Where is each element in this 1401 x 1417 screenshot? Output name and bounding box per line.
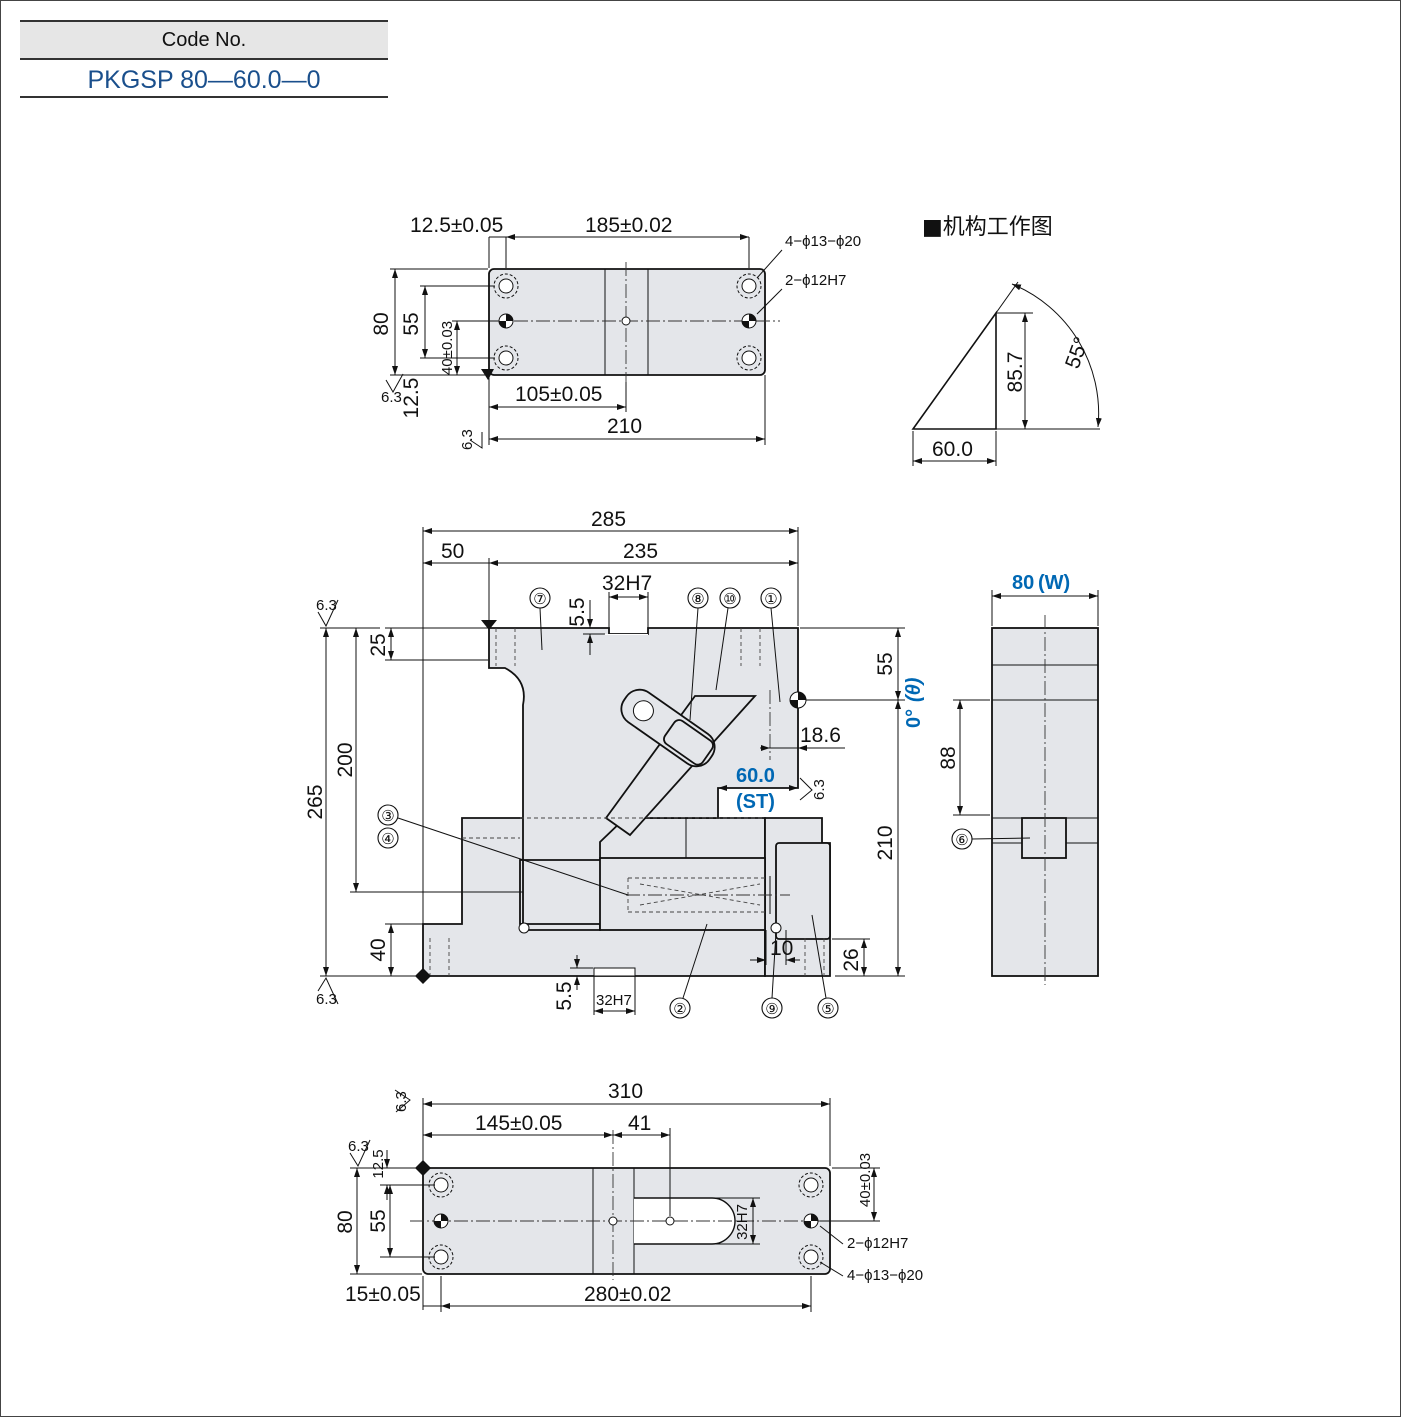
mechanism-diagram: ■机构工作图 85.7 60.0 55° xyxy=(911,215,1102,466)
mech-height: 85.7 xyxy=(1004,352,1027,393)
svg-text:⑥: ⑥ xyxy=(955,832,968,849)
svg-text:⑦: ⑦ xyxy=(533,591,546,608)
pins-callout: 2−ϕ12H7 xyxy=(785,272,846,289)
stroke-label: (ST) xyxy=(736,791,775,813)
svg-text:①: ① xyxy=(764,591,777,608)
svg-text:6.3: 6.3 xyxy=(393,1091,410,1112)
side-width-label: (W) xyxy=(1038,572,1070,594)
dim-32h7-top: 32H7 xyxy=(602,572,652,595)
svg-text:③: ③ xyxy=(381,808,394,825)
svg-text:⑧: ⑧ xyxy=(691,591,704,608)
dim-25: 25 xyxy=(367,633,390,656)
dim-235: 235 xyxy=(623,540,658,563)
dim-41: 41 xyxy=(628,1112,651,1135)
dim-200: 200 xyxy=(334,742,357,777)
svg-text:⑤: ⑤ xyxy=(821,1001,834,1018)
dim-18-6: 18.6 xyxy=(800,724,841,747)
roughness-symbol-icon: 6.3 6.3 xyxy=(348,1089,431,1176)
theta-label: (θ) xyxy=(903,677,925,702)
roughness-symbol-icon: 6.3 6.3 xyxy=(381,369,494,450)
holes-callout: 4−ϕ13−ϕ20 xyxy=(847,1267,923,1284)
balloon-3 xyxy=(377,804,399,826)
svg-text:②: ② xyxy=(673,1001,686,1018)
dim-32h7: 32H7 xyxy=(734,1204,751,1240)
dim-210: 210 xyxy=(874,825,897,860)
dim-10: 10 xyxy=(770,937,793,960)
svg-text:6.3: 6.3 xyxy=(348,1138,369,1155)
dim-105: 105±0.05 xyxy=(515,383,602,406)
dim-55: 55 xyxy=(367,1209,390,1232)
holes-callout: 4−ϕ13−ϕ20 xyxy=(785,233,861,250)
code-number-value: PKGSP 80—60.0—0 xyxy=(20,60,388,98)
dim-12-5: 12.5 xyxy=(370,1149,387,1178)
dim-26: 26 xyxy=(840,948,863,971)
svg-text:⑨: ⑨ xyxy=(765,1001,778,1018)
dim-55: 55 xyxy=(400,312,423,335)
dim-15: 15±0.05 xyxy=(345,1283,421,1306)
dim-185: 185±0.02 xyxy=(585,214,672,237)
dim-12-5: 12.5±0.05 xyxy=(410,214,503,237)
bottom-view: 310 145±0.05 41 12.5 80 55 40±0.03 32H7 … xyxy=(334,1080,923,1312)
balloon-5 xyxy=(817,997,839,1019)
svg-text:⑩: ⑩ xyxy=(723,591,736,608)
pins-callout: 2−ϕ12H7 xyxy=(847,1235,908,1252)
dim-285: 285 xyxy=(591,508,626,531)
dowel-pin-icon xyxy=(433,1213,819,1229)
link-part-8 xyxy=(620,688,716,768)
balloon-4 xyxy=(377,827,399,849)
dim-5-5-bot: 5.5 xyxy=(553,981,576,1010)
side-view: 80 (W) 88 ⑥ xyxy=(937,572,1099,985)
dim-50: 50 xyxy=(441,540,464,563)
svg-text:6.3: 6.3 xyxy=(381,389,402,406)
front-view: 285 50 235 32H7 5.5 25 200 265 40 55 0° … xyxy=(304,508,925,1019)
dim-145: 145±0.05 xyxy=(475,1112,562,1135)
dim-310: 310 xyxy=(608,1080,643,1103)
zero-angle: 0° xyxy=(903,709,925,728)
dowel-pin-icon xyxy=(498,313,757,329)
mech-angle: 55° xyxy=(1061,334,1093,372)
svg-text:6.3: 6.3 xyxy=(459,429,476,450)
balloon-2 xyxy=(669,997,691,1019)
dim-40: 40±0.03 xyxy=(857,1153,874,1207)
counterbore-hole-icon xyxy=(493,273,762,371)
part-balloons: ⑦ ⑧ ⑩ ① ③ ④ ② ⑨ ⑤ xyxy=(377,587,839,1019)
dim-280: 280±0.02 xyxy=(584,1283,671,1306)
mech-base: 60.0 xyxy=(932,438,973,461)
svg-text:6.3: 6.3 xyxy=(811,779,828,800)
svg-text:6.3: 6.3 xyxy=(316,991,337,1008)
dim-40: 40±0.03 xyxy=(439,321,456,375)
dim-5-5-top: 5.5 xyxy=(566,597,589,626)
top-view: 12.5±0.05 185±0.02 4−ϕ13−ϕ20 2−ϕ12H7 80 … xyxy=(370,214,861,450)
slider-part-3 xyxy=(599,857,766,931)
dim-80: 80 xyxy=(370,312,393,335)
pivot-point-icon xyxy=(789,691,807,709)
code-number-header: Code No. xyxy=(20,20,388,60)
dim-12-5b: 12.5 xyxy=(400,378,423,419)
svg-text:6.3: 6.3 xyxy=(316,597,337,614)
stroke-value: 60.0 xyxy=(736,765,775,787)
dim-55: 55 xyxy=(874,652,897,675)
balloon-10 xyxy=(719,587,741,609)
mechanism-title: ■机构工作图 xyxy=(922,215,1053,240)
side-width: 80 xyxy=(1012,572,1034,594)
dim-40: 40 xyxy=(367,938,390,961)
dim-265: 265 xyxy=(304,784,327,819)
svg-text:④: ④ xyxy=(381,831,394,848)
dim-88: 88 xyxy=(937,746,960,769)
block-insert xyxy=(775,842,831,940)
dim-210: 210 xyxy=(607,415,642,438)
roughness-symbol-icon: 6.3 6.3 6.3 xyxy=(316,597,828,1008)
dim-32h7-bot: 32H7 xyxy=(596,992,632,1009)
code-number-box: Code No. PKGSP 80—60.0—0 xyxy=(20,20,388,98)
dim-80: 80 xyxy=(334,1210,357,1233)
